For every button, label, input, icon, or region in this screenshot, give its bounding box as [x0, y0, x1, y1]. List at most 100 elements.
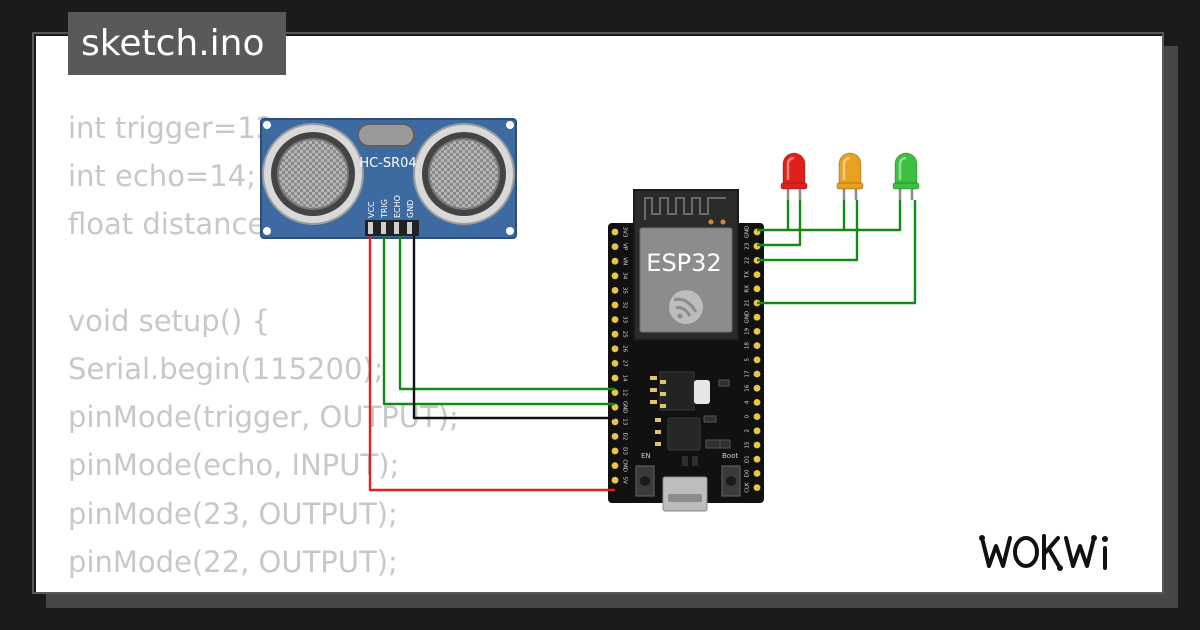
- code-line: int echo=14;: [68, 159, 256, 194]
- wire-sensor-gnd[interactable]: [412, 236, 615, 420]
- board-label: ESP32: [646, 249, 721, 277]
- esp32-pin[interactable]: [753, 356, 761, 364]
- esp32-pin-label: VP: [622, 243, 628, 251]
- usb-port: [662, 476, 708, 512]
- code-line: Serial.begin(115200);: [68, 351, 384, 386]
- esp32-pin[interactable]: [611, 345, 619, 353]
- esp32-pin[interactable]: [753, 328, 761, 335]
- esp32-pin-label: 23: [745, 242, 751, 249]
- left-transducer: [262, 123, 364, 225]
- esp32-pin[interactable]: [611, 462, 619, 469]
- esp32-pin-label: 27: [622, 360, 628, 367]
- esp32-pin[interactable]: [753, 413, 761, 420]
- esp32-pin[interactable]: [611, 243, 619, 251]
- esp32-pin[interactable]: [611, 418, 619, 426]
- esp32-pin-label: 3V3: [622, 227, 628, 238]
- esp32-pin[interactable]: [611, 476, 619, 484]
- code-line: pinMode(23, OUTPUT);: [68, 496, 398, 531]
- esp32-pin-label: 26: [622, 345, 628, 352]
- esp32-pin[interactable]: [611, 316, 619, 323]
- esp32-pin-label: 17: [745, 370, 751, 377]
- wokwi-logo: [978, 528, 1150, 580]
- hc-sr04-sensor[interactable]: HC-SR04 VCC TRIG ECHO GND: [260, 118, 517, 239]
- esp32-pin-label: 2: [745, 429, 751, 433]
- esp32-pin-label: 22: [745, 257, 751, 264]
- esp32-pin[interactable]: [611, 433, 619, 440]
- code-line: pinMode(22, OUTPUT);: [68, 544, 398, 579]
- esp32-pin[interactable]: [753, 399, 761, 406]
- sensor-pin-label-echo: ECHO: [393, 195, 402, 218]
- esp32-pin-label: 19: [745, 327, 751, 334]
- esp32-pin-label: 33: [622, 316, 628, 323]
- wokwi-logo-mark: [979, 534, 1108, 571]
- esp32-pin-label: GND: [745, 226, 751, 239]
- esp32-pin-label: CMD: [622, 459, 628, 472]
- code-line: float distance;: [68, 207, 276, 242]
- esp32-pin[interactable]: [611, 287, 619, 294]
- esp32-pin[interactable]: [753, 384, 761, 392]
- esp32-pin[interactable]: [611, 447, 619, 455]
- esp32-pin[interactable]: [753, 285, 761, 293]
- wire-sensor-trig[interactable]: [382, 236, 615, 406]
- boot-button-label: Boot: [722, 452, 738, 460]
- wires: [368, 200, 917, 492]
- boot-button[interactable]: [721, 465, 741, 497]
- esp32-pin[interactable]: [753, 427, 761, 435]
- esp32-pin-label: 14: [622, 375, 628, 382]
- wire-sensor-vcc[interactable]: [368, 236, 615, 492]
- esp32-pin[interactable]: [753, 455, 761, 463]
- esp32-pin-label: VN: [622, 257, 628, 265]
- led-yellow[interactable]: [836, 152, 864, 200]
- esp32-pin[interactable]: [611, 330, 619, 338]
- esp32-pin-label: 15: [745, 441, 751, 448]
- esp32-pin[interactable]: [753, 313, 761, 321]
- esp32-pin-label: GND: [745, 311, 751, 324]
- wire-red-led-gpio23[interactable]: [757, 200, 802, 247]
- esp32-pin[interactable]: [611, 374, 619, 382]
- espressif-logo-icon: [669, 290, 703, 324]
- esp32-pin[interactable]: [611, 228, 619, 236]
- esp32-pin[interactable]: [611, 360, 619, 367]
- esp32-pin-label: 12: [622, 389, 628, 396]
- en-button[interactable]: [635, 465, 655, 497]
- right-transducer: [413, 123, 515, 225]
- wire-green-led-gnd[interactable]: [844, 200, 902, 232]
- file-tab-label: sketch.ino: [81, 23, 265, 64]
- esp32-pin[interactable]: [753, 342, 761, 349]
- esp32-pin[interactable]: [611, 257, 619, 265]
- esp32-pin-label: 35: [622, 287, 628, 294]
- esp32-pin-label: 13: [622, 418, 628, 425]
- esp32-pin-label: D3: [622, 447, 628, 455]
- led-green[interactable]: [892, 152, 920, 200]
- sensor-pin-label-vcc: VCC: [367, 201, 376, 218]
- en-button-label: EN: [641, 452, 651, 460]
- code-listing: int trigger=12; int echo=14; float distanc…: [68, 104, 459, 594]
- code-line: int trigger=12;: [68, 111, 284, 145]
- esp32-pin[interactable]: [753, 470, 761, 477]
- wire-sensor-echo[interactable]: [398, 236, 615, 391]
- esp32-pin-label: 5: [745, 358, 751, 362]
- esp32-pin-label: D1: [745, 455, 751, 463]
- wire-green-led-gpio21[interactable]: [757, 200, 917, 305]
- esp32-pin[interactable]: [753, 441, 761, 449]
- esp32-pin[interactable]: [611, 301, 619, 309]
- sensor-pin-label-gnd: GND: [406, 200, 415, 218]
- esp32-board[interactable]: ESP32 EN: [608, 189, 764, 512]
- esp32-pin-label: 18: [745, 342, 751, 349]
- esp32-pin-label: D2: [622, 433, 628, 441]
- esp32-pin[interactable]: [611, 272, 619, 280]
- sensor-pin-label-trig: TRIG: [380, 199, 389, 219]
- sensor-model-label: HC-SR04: [359, 156, 416, 171]
- esp32-pin[interactable]: [753, 370, 761, 378]
- file-tab[interactable]: sketch.ino: [68, 12, 286, 75]
- led-red[interactable]: [780, 152, 808, 200]
- esp32-pin[interactable]: [753, 271, 761, 278]
- esp32-pin-label: 34: [622, 272, 628, 279]
- esp32-pin[interactable]: [611, 389, 619, 396]
- wire-yellow-led-gpio22[interactable]: [757, 200, 859, 262]
- esp32-pin[interactable]: [753, 484, 761, 491]
- esp32-pin[interactable]: [611, 403, 619, 411]
- wire-yellow-led-gnd[interactable]: [788, 200, 846, 232]
- esp32-pin-label: TX: [745, 271, 751, 279]
